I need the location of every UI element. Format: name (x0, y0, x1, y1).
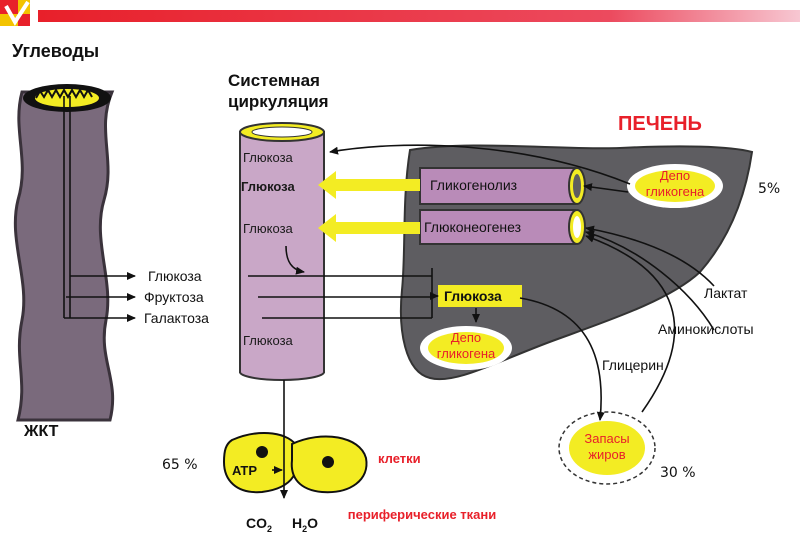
fat-percent: 30 % (660, 465, 696, 481)
gi-tract-label: ЖКТ (24, 423, 59, 440)
tube-glucose-4: Глюкоза (243, 333, 293, 348)
glycogenolysis-tube (419, 167, 586, 205)
gluconeogenesis-label: Глюконеогенез (424, 219, 522, 235)
lower-depot-label: Депо гликогена (436, 330, 496, 362)
systemic-title-line2: циркуляция (228, 92, 329, 111)
liver-glucose-box (438, 285, 522, 307)
glycerol-label: Глицерин (602, 357, 664, 373)
fructose-label: Фруктоза (144, 289, 204, 305)
liver-depot-label: Депо гликогена (645, 168, 705, 200)
flow-lines (63, 96, 715, 499)
amino-acids-label: Аминокислоты (658, 321, 754, 337)
cells-label: клетки (378, 451, 421, 466)
galactose-label: Галактоза (144, 310, 209, 326)
cells-percent: 65 % (162, 457, 198, 473)
header-decoration (0, 0, 800, 26)
peripheral-tissues-label: периферические ткани (347, 507, 497, 522)
tube-glucose-2: Глюкоза (241, 179, 295, 194)
liver-title: ПЕЧЕНЬ (618, 113, 702, 135)
tube-glucose-1: Глюкоза (243, 150, 293, 165)
liver-depot-percent: 5% (758, 181, 781, 197)
liver-glucose-label: Глюкоза (444, 288, 502, 304)
yellow-arrows (318, 171, 420, 242)
atp-label: ATP (232, 463, 258, 478)
carbs-title: Углеводы (12, 41, 100, 61)
h2o-label: H2O (292, 515, 319, 534)
systemic-tube (239, 122, 325, 381)
fat-stores-label: Запасы жиров (584, 431, 630, 463)
co2-label: CO2 (246, 515, 273, 534)
gluconeogenesis-tube (419, 209, 586, 245)
h2o-subscript: 2 (302, 523, 308, 534)
co2-subscript: 2 (267, 523, 273, 534)
systemic-title-line1: Системная (228, 71, 320, 90)
lactate-label: Лактат (704, 285, 748, 301)
fat-stores (558, 411, 656, 485)
glycogenolysis-label: Гликогенолиз (430, 177, 518, 193)
liver-glycogen-depot-lower (420, 326, 512, 370)
glucose-label: Глюкоза (148, 268, 202, 284)
tube-glucose-3: Глюкоза (243, 221, 293, 236)
liver-glycogen-depot (627, 164, 723, 208)
